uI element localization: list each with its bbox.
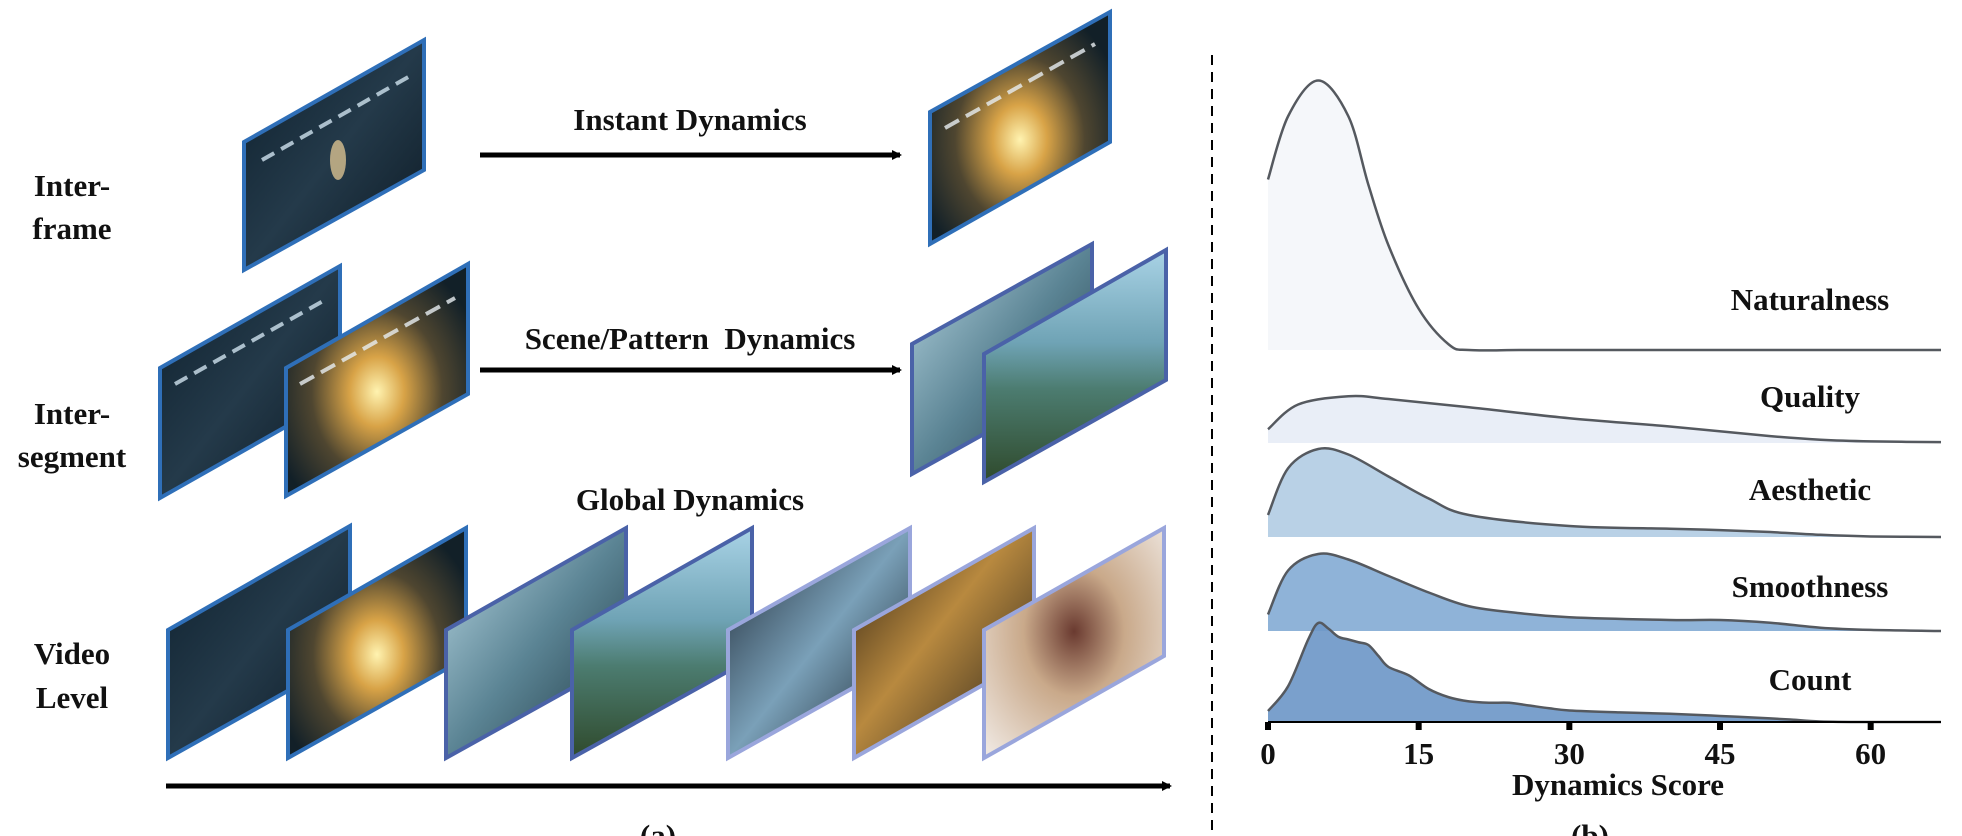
- row-label-video-line1: Video: [34, 636, 110, 671]
- caption-a: (a): [640, 818, 676, 836]
- panel-b-ridgeline-chart: NaturalnessQualityAestheticSmoothnessCou…: [1260, 79, 1942, 836]
- ridge-line-smoothness: [1266, 552, 1942, 633]
- series-label-smoothness: Smoothness: [1732, 569, 1889, 604]
- frame-intersegment-2: [284, 260, 470, 500]
- frame-interframe-end: [928, 8, 1112, 248]
- frame-video-7: [982, 524, 1166, 762]
- row-label-interframe-line2: frame: [32, 211, 111, 246]
- series-label-naturalness: Naturalness: [1731, 282, 1889, 317]
- frame-interframe-start: [242, 36, 426, 274]
- ridge-line-quality: [1267, 394, 1942, 444]
- caption-b: (b): [1571, 818, 1609, 836]
- ridge-area-naturalness: [1268, 80, 1941, 351]
- x-tick-label-30: 30: [1554, 736, 1585, 771]
- row-label-intersegment-line2: segment: [18, 439, 127, 474]
- arrow-label-global: Global Dynamics: [576, 482, 804, 517]
- series-label-quality: Quality: [1760, 379, 1860, 414]
- ridge-area-aesthetic: [1268, 448, 1941, 537]
- x-tick-label-0: 0: [1260, 736, 1276, 771]
- frame-intersegment-4: [982, 246, 1168, 486]
- row-label-video-line2: Level: [36, 680, 109, 715]
- ridge-area-quality: [1268, 396, 1941, 443]
- row-label-intersegment-line1: Inter-: [34, 396, 110, 431]
- panel-a: Inter- frame Inter- segment Video Level …: [18, 8, 1172, 836]
- x-tick-label-45: 45: [1705, 736, 1736, 771]
- series-label-count: Count: [1769, 662, 1852, 697]
- x-tick-label-60: 60: [1855, 736, 1886, 771]
- x-axis-label: Dynamics Score: [1512, 767, 1724, 802]
- ridge-line-aesthetic: [1266, 446, 1942, 539]
- arrow-label-scene: Scene/Pattern Dynamics: [525, 321, 856, 356]
- series-label-aesthetic: Aesthetic: [1749, 472, 1871, 507]
- ridge-area-smoothness: [1268, 553, 1941, 631]
- ridge-line-count: [1267, 621, 1942, 724]
- row-label-interframe-line1: Inter-: [34, 168, 110, 203]
- arrow-label-instant: Instant Dynamics: [573, 102, 806, 137]
- x-tick-label-15: 15: [1403, 736, 1434, 771]
- ridge-line-naturalness: [1266, 79, 1941, 352]
- ridge-area-count: [1268, 622, 1941, 723]
